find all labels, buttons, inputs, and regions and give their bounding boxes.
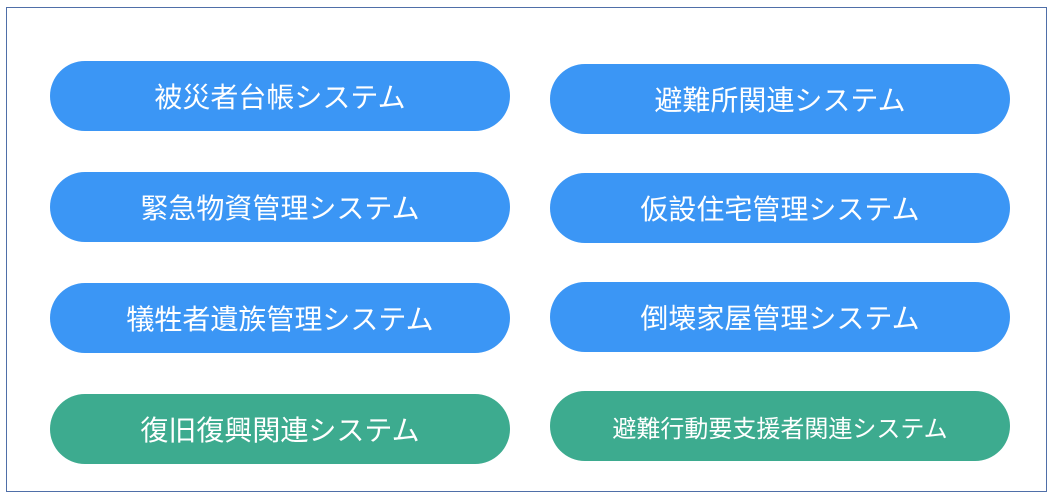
system-pill-emergency-supplies[interactable]: 緊急物資管理システム xyxy=(50,172,510,242)
systems-panel: 被災者台帳システム 避難所関連システム 緊急物資管理システム 仮設住宅管理システ… xyxy=(6,7,1047,492)
system-pill-recovery-reconstruction[interactable]: 復旧復興関連システム xyxy=(50,394,510,464)
system-pill-collapsed-houses[interactable]: 倒壊家屋管理システム xyxy=(550,282,1010,352)
system-pill-temporary-housing[interactable]: 仮設住宅管理システム xyxy=(550,173,1010,243)
system-pill-evacuation-support[interactable]: 避難行動要支援者関連システム xyxy=(550,391,1010,461)
system-pill-evacuation-shelter[interactable]: 避難所関連システム xyxy=(550,64,1010,134)
system-pill-disaster-victim-registry[interactable]: 被災者台帳システム xyxy=(50,61,510,131)
system-pill-victims-families[interactable]: 犠牲者遺族管理システム xyxy=(50,283,510,353)
